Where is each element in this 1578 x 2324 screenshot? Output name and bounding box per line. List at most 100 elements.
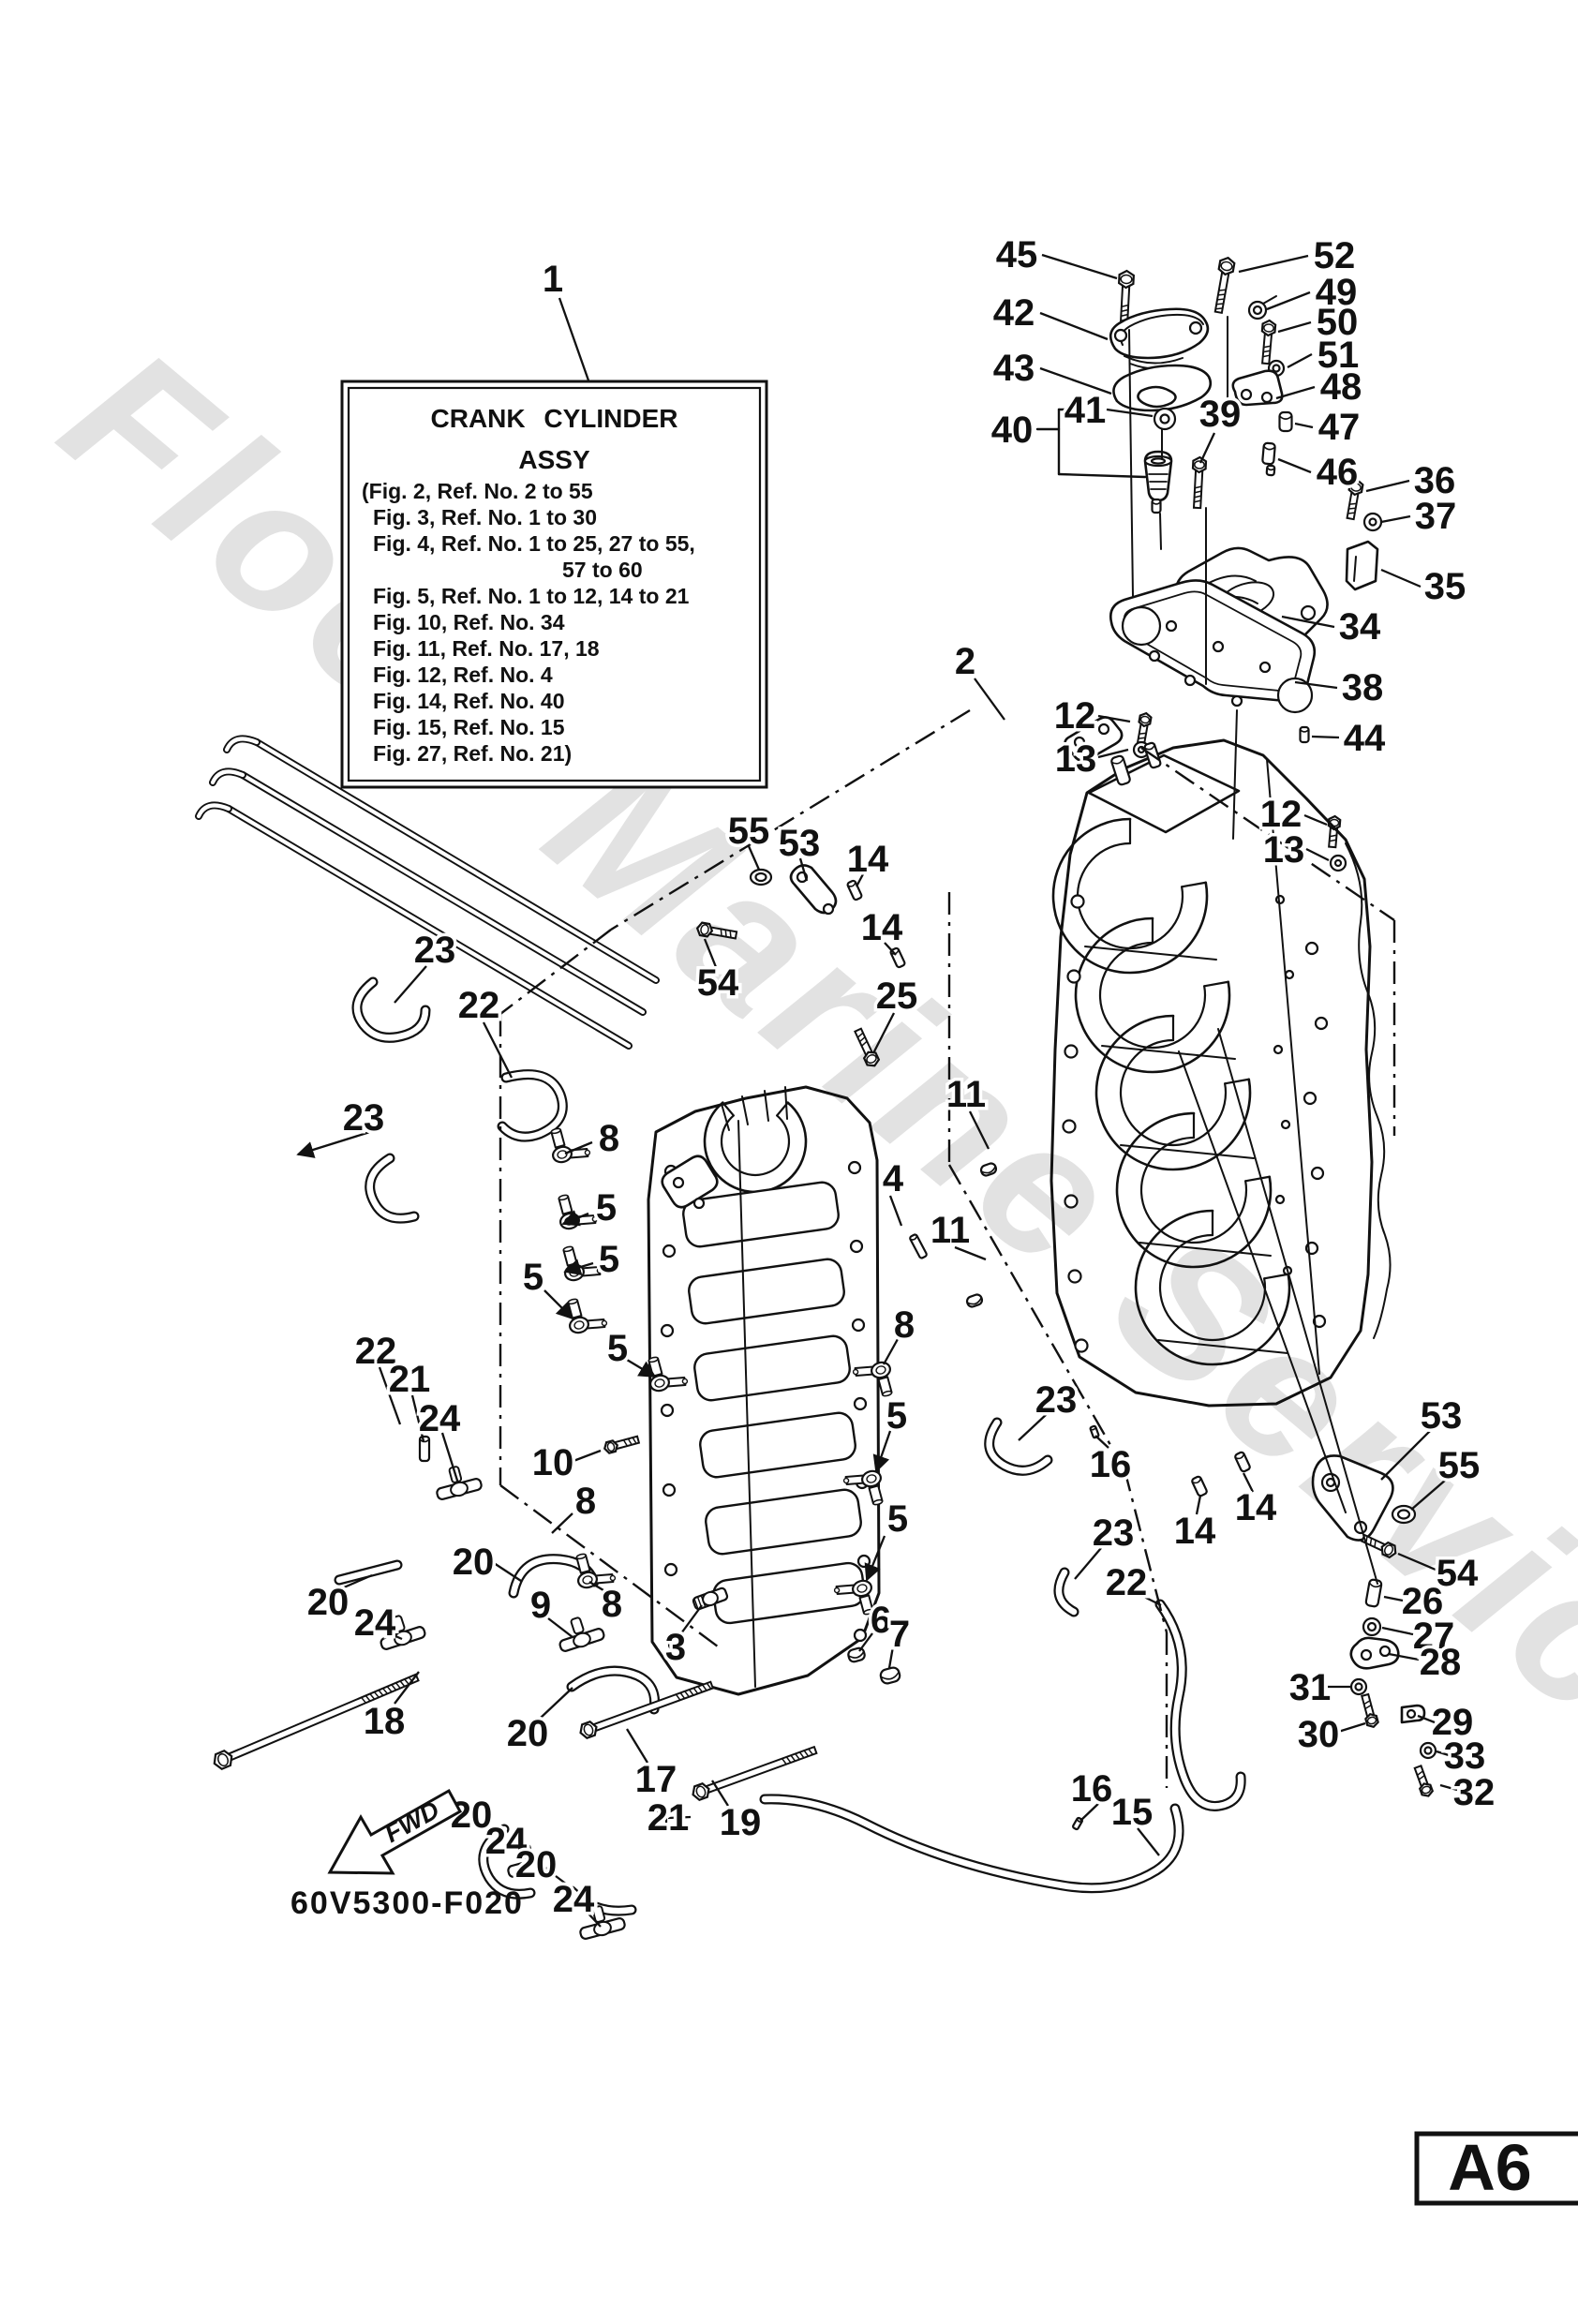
tee-fitting	[558, 1616, 605, 1652]
shape-line	[1232, 709, 1238, 840]
shape-circle	[1148, 649, 1161, 663]
shape-line	[378, 1690, 384, 1696]
leader-line	[484, 1823, 504, 1834]
leader-line	[680, 1604, 703, 1634]
shape-polygon	[1117, 269, 1136, 290]
shape-line	[365, 1694, 371, 1702]
bolt-part	[579, 1680, 715, 1739]
shape-ellipse	[702, 1590, 719, 1607]
shape-line	[1194, 495, 1202, 499]
callout-52: 52	[1314, 235, 1356, 276]
shape-g	[418, 1435, 431, 1463]
leader-line	[1018, 1413, 1048, 1441]
shape-ellipse	[1384, 1544, 1393, 1556]
callout-27: 27	[1413, 1616, 1455, 1657]
shape-rect	[847, 1646, 866, 1663]
shape-line	[1194, 490, 1202, 494]
shape-g	[847, 1646, 866, 1663]
shape-g	[965, 1293, 984, 1308]
leader-line	[378, 1366, 402, 1425]
shape-circle	[692, 1197, 706, 1210]
shape-line	[1214, 307, 1224, 310]
shape-g	[1265, 464, 1276, 477]
callout-9: 9	[530, 1585, 551, 1626]
leader-line	[1275, 385, 1316, 400]
shape-line	[1084, 946, 1217, 961]
shape-circle	[662, 1482, 677, 1497]
callout-14: 14	[1174, 1511, 1216, 1552]
shape-rect	[705, 1488, 862, 1556]
shape-path	[568, 1667, 658, 1713]
shape-path	[656, 1808, 667, 1812]
leader-line	[564, 1140, 593, 1155]
shape-line	[790, 1754, 796, 1762]
leader-line	[1106, 408, 1154, 418]
shape-line	[1193, 499, 1202, 503]
elbow-fitting	[842, 1469, 884, 1506]
shape-line	[1263, 345, 1272, 349]
leader-line	[1097, 748, 1129, 759]
callout-5: 5	[886, 1395, 907, 1437]
bearing-saddle	[1134, 1209, 1291, 1366]
shape-circle	[1113, 328, 1128, 343]
shape-circle	[1188, 320, 1203, 335]
leader-lines	[296, 253, 1458, 1928]
callout-21: 21	[648, 1797, 690, 1839]
leader-line	[551, 1512, 573, 1534]
shape-ellipse	[583, 1723, 594, 1736]
shape-path	[1089, 1426, 1097, 1431]
assembly-title-line2: ASSY	[518, 445, 590, 474]
shape-path	[1156, 1601, 1244, 1810]
leader-line	[1410, 1479, 1447, 1511]
callout-22: 22	[1106, 1562, 1148, 1603]
bolt-part	[1136, 711, 1153, 748]
leader-line	[386, 1631, 403, 1641]
shape-polygon	[1260, 319, 1277, 337]
diagram-artwork	[195, 256, 1437, 1940]
shape-line	[1120, 313, 1129, 318]
callout-24: 24	[485, 1821, 528, 1862]
shape-circle	[1333, 858, 1343, 868]
shape-circle	[853, 1628, 868, 1643]
shape-circle	[1097, 723, 1110, 736]
shape-rect	[688, 1258, 845, 1325]
shape-ellipse	[1263, 323, 1274, 333]
callout-19: 19	[720, 1802, 762, 1843]
leader-line	[1079, 1800, 1102, 1822]
shape-line	[391, 1684, 397, 1691]
shape-path	[909, 1234, 918, 1241]
shape-line	[1139, 1242, 1272, 1257]
shape-circle	[1062, 1119, 1077, 1134]
shape-ellipse	[216, 1752, 230, 1767]
shape-circle	[601, 1319, 608, 1327]
shape-path	[880, 1671, 901, 1680]
shape-line	[1347, 512, 1356, 514]
shape-ellipse	[521, 1858, 540, 1875]
callout-55: 55	[1438, 1445, 1481, 1486]
leader-line	[626, 1728, 648, 1764]
bolt-part	[1260, 319, 1277, 365]
shape-line	[386, 1686, 393, 1693]
shape-path	[661, 1155, 719, 1209]
shape-rect	[1299, 725, 1310, 744]
elbow-fitting	[852, 1361, 893, 1397]
callout-29: 29	[1432, 1702, 1474, 1743]
shape-circle	[1260, 391, 1273, 404]
shape-path	[1158, 1233, 1267, 1342]
shape-path	[1074, 916, 1231, 1074]
shape-circle	[853, 1396, 868, 1411]
shape-g	[1299, 725, 1310, 744]
boundary-dash-lines	[499, 708, 1396, 1788]
leader-line	[1388, 1652, 1420, 1661]
shape-path	[1151, 500, 1162, 505]
shape-ellipse	[654, 1378, 665, 1388]
shape-ellipse	[875, 1365, 886, 1375]
leader-line	[1094, 1435, 1109, 1449]
callout-30: 30	[1298, 1714, 1340, 1755]
leader-line	[871, 1012, 896, 1054]
shape-line	[1217, 293, 1226, 296]
leader-line	[1074, 1547, 1102, 1580]
leader-line	[482, 1021, 514, 1079]
shape-circle	[851, 1318, 866, 1333]
